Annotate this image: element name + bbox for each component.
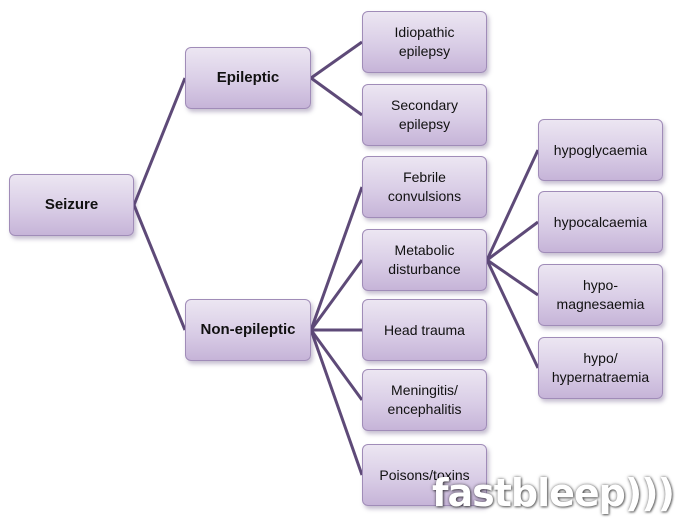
- connector-epileptic-idiopathic: [310, 40, 363, 80]
- connector-seizure-epileptic: [132, 77, 187, 206]
- node-hypomagnesaemia-label: hypo- magnesaemia: [556, 277, 645, 312]
- connector-nonepi-febrile: [309, 186, 364, 331]
- node-poisons-label: Poisons/toxins: [379, 466, 470, 483]
- connector-nonepi-meningitis: [309, 329, 364, 401]
- node-non-epileptic-label: Non-epileptic: [200, 320, 296, 338]
- node-poisons-toxins: Poisons/toxins: [362, 444, 487, 506]
- node-hypernatraemia-label: hypo/ hypernatraemia: [551, 350, 650, 385]
- signal-waves-icon: ))): [624, 471, 675, 515]
- node-head-trauma: Head trauma: [362, 299, 487, 361]
- connector-metabolic-hypoglycaemia: [485, 149, 540, 261]
- connector-epileptic-secondary: [310, 76, 363, 117]
- watermark-text: fastbleep: [431, 471, 626, 515]
- node-epileptic-label: Epileptic: [216, 68, 280, 86]
- node-secondary-epilepsy: Secondary epilepsy: [362, 84, 487, 146]
- node-idiopathic-label: Idiopathic epilepsy: [394, 24, 455, 59]
- node-non-epileptic: Non-epileptic: [185, 299, 311, 361]
- node-febrile-convulsions: Febrile convulsions: [362, 156, 487, 218]
- node-metabolic-label: Metabolic disturbance: [388, 242, 461, 277]
- fastbleep-watermark: fastbleep))): [431, 471, 675, 515]
- node-secondary-label: Secondary epilepsy: [391, 97, 458, 132]
- node-febrile-label: Febrile convulsions: [387, 169, 462, 204]
- connector-nonepi-poisons: [309, 329, 364, 476]
- node-head-trauma-label: Head trauma: [384, 321, 465, 338]
- node-meningitis-encephalitis: Meningitis/ encephalitis: [362, 369, 487, 431]
- connector-metabolic-hypomagnesaemia: [486, 258, 539, 297]
- node-epileptic: Epileptic: [185, 47, 311, 109]
- node-hypo-hypernatraemia: hypo/ hypernatraemia: [538, 337, 663, 399]
- node-hypocalcaemia: hypocalcaemia: [538, 191, 663, 253]
- node-hypomagnesaemia: hypo- magnesaemia: [538, 264, 663, 326]
- connector-metabolic-hypocalcaemia: [486, 220, 539, 262]
- node-hypocalcaemia-label: hypocalcaemia: [553, 213, 648, 230]
- node-hypoglycaemia-label: hypoglycaemia: [553, 141, 648, 158]
- node-meningitis-label: Meningitis/ encephalitis: [387, 382, 462, 417]
- node-seizure-label: Seizure: [44, 195, 99, 213]
- connector-nonepi-metabolic: [309, 259, 364, 331]
- node-idiopathic-epilepsy: Idiopathic epilepsy: [362, 11, 487, 73]
- node-metabolic-disturbance: Metabolic disturbance: [362, 229, 487, 291]
- connector-seizure-non-epileptic: [132, 204, 187, 331]
- node-seizure: Seizure: [9, 174, 134, 236]
- connector-metabolic-hypernatraemia: [485, 259, 540, 369]
- node-hypoglycaemia: hypoglycaemia: [538, 119, 663, 181]
